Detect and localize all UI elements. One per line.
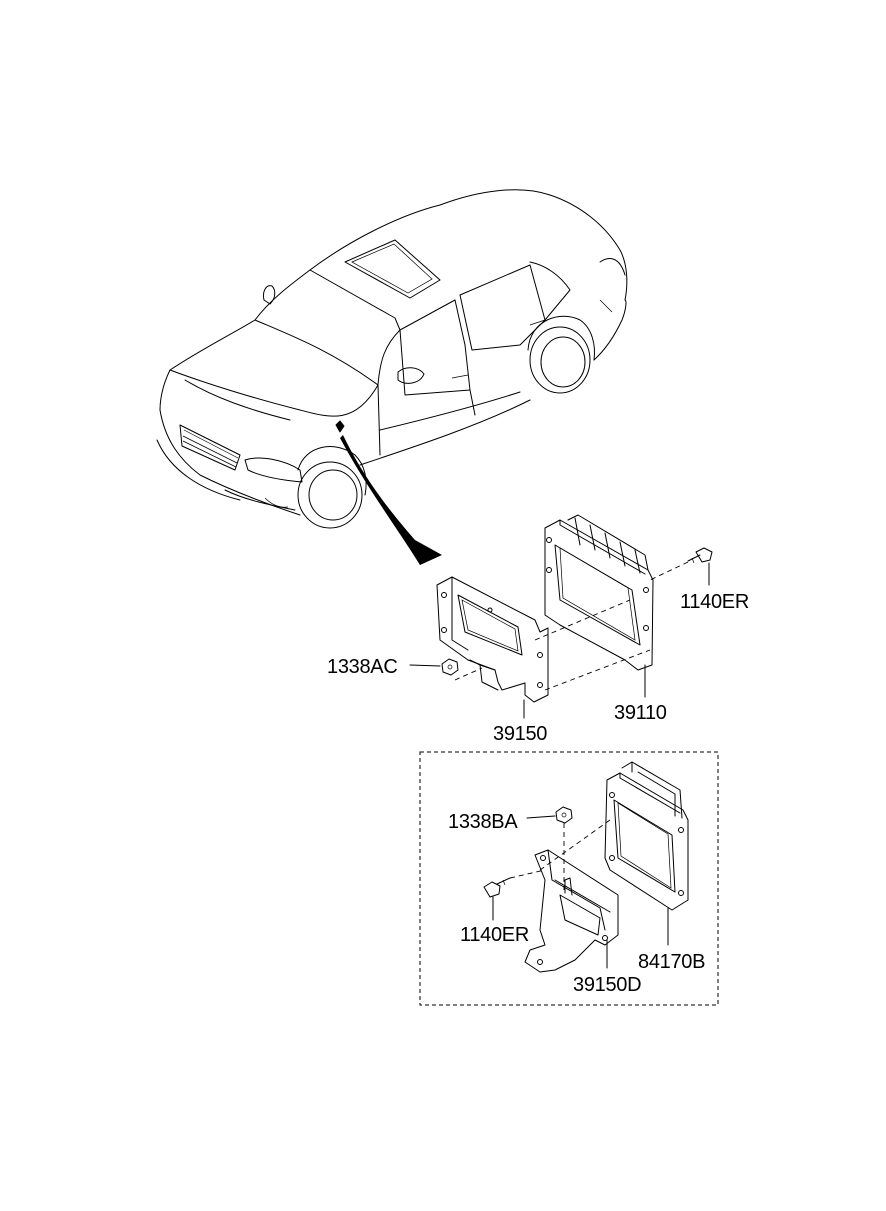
label-1140er-top: 1140ER [680, 591, 749, 613]
label-1140er-inset: 1140ER [460, 924, 529, 946]
label-39150d: 39150D [573, 974, 642, 996]
bracket-39150d-drawing [524, 849, 619, 973]
car-illustration [156, 189, 628, 529]
ecu-39110-drawing [544, 514, 654, 671]
label-1338ba: 1338BA [448, 811, 518, 833]
label-84170b: 84170B [638, 951, 706, 973]
nut-1338ac-drawing [441, 658, 459, 676]
label-1338ac: 1338AC [327, 656, 398, 678]
bracket-39150-drawing [436, 576, 549, 703]
bolt-1140er-drawing [687, 547, 713, 564]
label-39110: 39110 [614, 702, 667, 724]
inset-frame [419, 751, 719, 1006]
label-39150: 39150 [493, 723, 548, 745]
nut-1338ba-drawing [555, 806, 573, 824]
location-pointer [340, 435, 442, 565]
bolt-1140er-inset-drawing [483, 877, 511, 898]
module-84170b-drawing [604, 761, 689, 911]
